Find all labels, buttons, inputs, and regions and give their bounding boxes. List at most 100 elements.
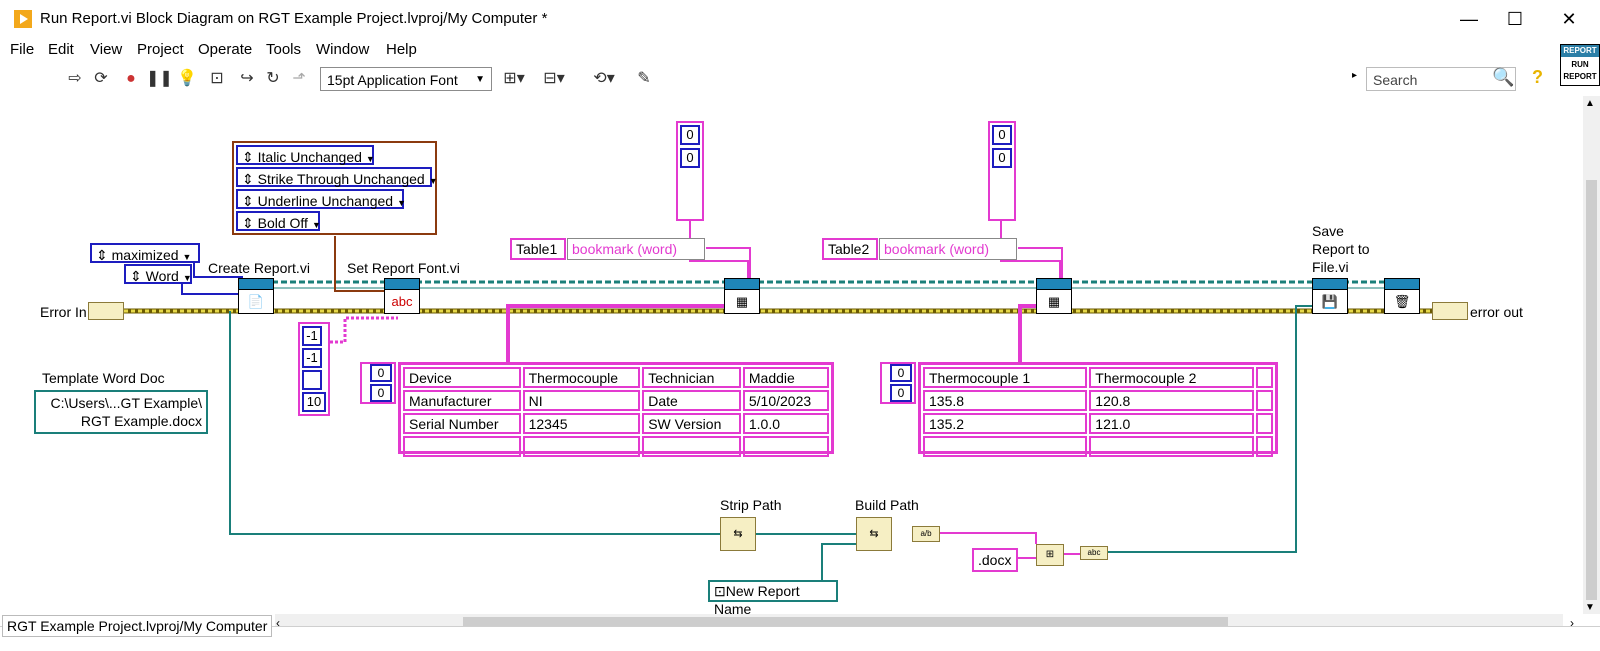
table-cell[interactable] <box>1255 390 1273 411</box>
dispose-report-subvi[interactable]: 🗑 <box>1384 278 1420 314</box>
font-select[interactable]: 15pt Application Font▼ <box>320 67 492 91</box>
table2-col-index[interactable]: 0 <box>890 384 912 402</box>
bookmark1-property[interactable]: bookmark (word) <box>567 238 705 260</box>
strike-through-enum[interactable]: ⇕ Strike Through Unchanged▼ <box>236 167 438 187</box>
italic-enum[interactable]: ⇕ Italic Unchanged▼ <box>236 145 375 165</box>
table-cell[interactable] <box>742 436 829 457</box>
table-cell[interactable] <box>1255 413 1273 434</box>
scroll-left-icon[interactable]: ‹ <box>276 616 280 630</box>
vertical-scroll-thumb[interactable] <box>1586 180 1597 600</box>
step-out-icon[interactable]: ⬏ <box>292 70 306 87</box>
font-size-element[interactable] <box>302 370 322 390</box>
table-cell[interactable]: Technician <box>642 367 741 388</box>
build-path-node[interactable]: ⇆ <box>856 517 892 551</box>
window-state-enum[interactable]: ⇕ maximized▼ <box>90 243 200 263</box>
table-cell[interactable]: Serial Number <box>403 413 521 434</box>
table-cell[interactable] <box>1255 436 1273 457</box>
report-type-enum[interactable]: ⇕ Word▼ <box>124 264 192 284</box>
bookmark2-property[interactable]: bookmark (word) <box>879 238 1017 260</box>
table-cell[interactable]: Date <box>642 390 741 411</box>
table-cell[interactable]: NI <box>522 390 641 411</box>
error-in-terminal[interactable] <box>88 302 124 320</box>
table-cell[interactable] <box>1089 436 1254 457</box>
menu-tools[interactable]: Tools <box>266 41 302 58</box>
pause-icon[interactable]: ❚❚ <box>146 70 173 87</box>
table-cell[interactable]: SW Version <box>642 413 741 434</box>
error-out-terminal[interactable] <box>1432 302 1468 320</box>
step-into-icon[interactable]: ↪ <box>240 70 254 87</box>
minimize-button[interactable]: — <box>1460 9 1478 29</box>
menu-window[interactable]: Window <box>316 41 370 58</box>
close-button[interactable]: ✕ <box>1561 9 1577 29</box>
font-size-element[interactable]: -1 <box>302 326 322 346</box>
scroll-right-icon[interactable]: › <box>1570 616 1574 630</box>
table2-row-index[interactable]: 0 <box>890 364 912 382</box>
table-cell[interactable]: 121.0 <box>1089 413 1254 434</box>
table1-col-index[interactable]: 0 <box>370 384 392 402</box>
table2-index-element[interactable]: 0 <box>992 125 1012 145</box>
table-cell[interactable]: Thermocouple <box>522 367 641 388</box>
table-cell[interactable]: 12345 <box>522 413 641 434</box>
table-cell[interactable]: 5/10/2023 <box>742 390 829 411</box>
new-report-name-constant[interactable]: ⊡New Report Name <box>708 580 838 617</box>
reorder-icon[interactable]: ⟲▾ <box>593 70 615 87</box>
menu-project[interactable]: Project <box>137 41 184 58</box>
strip-path-node[interactable]: ⇆ <box>720 517 756 551</box>
table-cell[interactable] <box>403 436 521 457</box>
align-objects-icon[interactable]: ⊞▾ <box>503 70 525 87</box>
docx-string-constant[interactable]: .docx <box>972 548 1018 572</box>
table-cell[interactable]: Thermocouple 2 <box>1089 367 1254 388</box>
maximize-button[interactable]: ☐ <box>1506 9 1524 29</box>
search-input[interactable]: Search <box>1366 67 1516 91</box>
table-cell[interactable]: 1.0.0 <box>742 413 829 434</box>
path-to-string-node[interactable]: a/b <box>912 526 940 542</box>
append-table-subvi-2[interactable]: ▦ <box>1036 278 1072 314</box>
table1-row-index[interactable]: 0 <box>370 364 392 382</box>
save-report-subvi[interactable]: 💾 <box>1312 278 1348 314</box>
append-table-subvi-1[interactable]: ▦ <box>724 278 760 314</box>
search-icon[interactable]: 🔍 <box>1492 67 1515 87</box>
abort-icon[interactable]: ● <box>126 70 136 87</box>
menu-edit[interactable]: Edit <box>48 41 74 58</box>
table2-index-element[interactable]: 0 <box>992 148 1012 168</box>
table-cell[interactable]: Thermocouple 1 <box>923 367 1088 388</box>
help-icon[interactable]: ? <box>1532 67 1543 87</box>
table2-string-constant[interactable]: Table2 <box>822 238 878 260</box>
block-diagram-canvas[interactable]: Error In ⇕ maximized▼ ⇕ Word▼ Create Rep… <box>0 96 1583 626</box>
underline-enum[interactable]: ⇕ Underline Unchanged▼ <box>236 189 406 209</box>
table-cell[interactable]: Device <box>403 367 521 388</box>
step-over-icon[interactable]: ↻ <box>266 70 280 87</box>
table-cell[interactable] <box>522 436 641 457</box>
run-continuously-icon[interactable]: ⟳ <box>94 70 108 87</box>
string-to-path-node[interactable]: abc <box>1080 546 1108 560</box>
highlight-execution-icon[interactable]: 💡 <box>177 70 197 87</box>
font-size-element[interactable]: -1 <box>302 348 322 368</box>
scroll-up-icon[interactable]: ▲ <box>1585 98 1595 109</box>
font-size-element[interactable]: 10 <box>302 392 326 412</box>
table1-index-element[interactable]: 0 <box>680 148 700 168</box>
bold-enum[interactable]: ⇕ Bold Off▼ <box>236 211 321 231</box>
run-arrow-icon[interactable]: ⇨ <box>68 70 82 87</box>
table-cell[interactable] <box>1255 367 1273 388</box>
table-cell[interactable] <box>923 436 1088 457</box>
table-cell[interactable]: 135.8 <box>923 390 1088 411</box>
search-expand-icon[interactable]: ▸ <box>1352 70 1358 81</box>
scroll-down-icon[interactable]: ▼ <box>1585 602 1595 613</box>
table-cell[interactable]: 135.2 <box>923 413 1088 434</box>
table-cell[interactable]: Manufacturer <box>403 390 521 411</box>
retain-wire-values-icon[interactable]: ⊡ <box>210 70 224 87</box>
menu-operate[interactable]: Operate <box>198 41 253 58</box>
create-report-subvi[interactable]: 📄 <box>238 278 274 314</box>
menu-file[interactable]: File <box>10 41 35 58</box>
set-report-font-subvi[interactable]: abc <box>384 278 420 314</box>
menu-view[interactable]: View <box>90 41 123 58</box>
template-path-constant[interactable]: C:\Users\...GT Example\ RGT Example.docx <box>34 390 208 434</box>
cleanup-diagram-icon[interactable]: ✎ <box>637 70 651 87</box>
distribute-objects-icon[interactable]: ⊟▾ <box>543 70 565 87</box>
menu-help[interactable]: Help <box>386 41 417 58</box>
table1-string-constant[interactable]: Table1 <box>510 238 566 260</box>
table-cell[interactable]: Maddie <box>742 367 829 388</box>
table-cell[interactable]: 120.8 <box>1089 390 1254 411</box>
